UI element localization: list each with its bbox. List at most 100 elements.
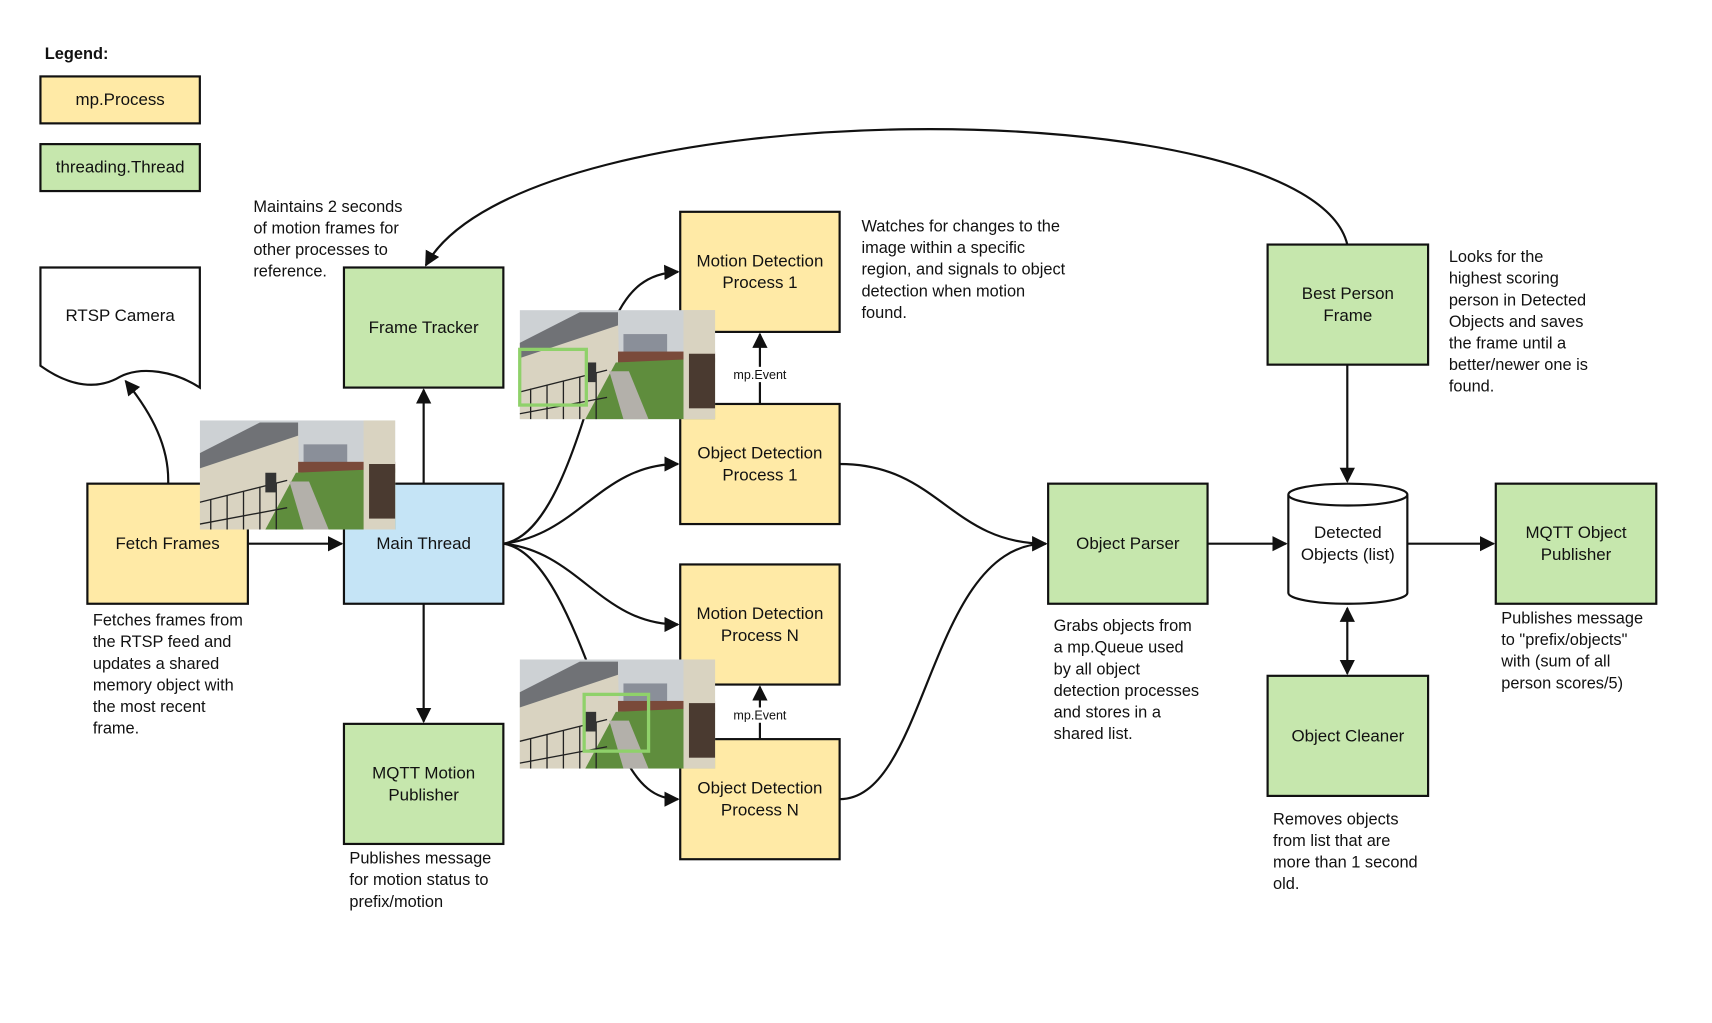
database-cylinder-icon	[1287, 482, 1409, 605]
description-line: to "prefix/objects"	[1501, 631, 1627, 649]
description-line: found.	[1449, 378, 1494, 396]
node-label: Process 1	[722, 465, 797, 484]
description-line: prefix/motion	[349, 893, 443, 911]
description-line: by all object	[1054, 660, 1141, 678]
node-label: Best Person	[1302, 284, 1394, 303]
description-line: reference.	[253, 263, 327, 281]
node-label: RTSP Camera	[65, 306, 175, 325]
description-line: Removes objects	[1273, 810, 1398, 828]
description-line: Publishes message	[349, 850, 491, 868]
edge-main-to-object1	[503, 456, 680, 545]
legend-thread: threading.Thread	[39, 143, 201, 193]
node-label: Main Thread	[376, 534, 471, 553]
description-line: Looks for the	[1449, 248, 1544, 266]
edges	[124, 128, 1496, 807]
edge-object1-to-parser	[839, 462, 1048, 552]
camera-frame-image-motion1	[518, 310, 716, 420]
node-main[interactable]: Main Thread	[342, 482, 505, 605]
edge-label-event-n: mp.Event	[733, 708, 787, 722]
node-label: Frame	[1323, 306, 1372, 325]
node-label: Object Cleaner	[1291, 726, 1404, 745]
description-line: person in Detected	[1449, 291, 1586, 309]
description-line: Grabs objects from	[1054, 617, 1192, 635]
description-parser: Grabs objects from a mp.Queue used by all …	[1054, 617, 1200, 743]
node-frame-tracker[interactable]: Frame Tracker	[342, 266, 505, 389]
description-line: for motion status to	[349, 871, 488, 889]
description-frame-tracker: Maintains 2 seconds of motion frames for o…	[253, 198, 402, 281]
description-line: from list that are	[1273, 832, 1390, 850]
description-line: image within a specific	[861, 239, 1025, 257]
motion-region-box	[518, 347, 588, 407]
description-line: memory object with	[93, 676, 234, 694]
description-line: person scores/5)	[1501, 674, 1623, 692]
description-line: detection processes	[1054, 682, 1200, 700]
description-line: with (sum of all	[1500, 653, 1610, 671]
edge-fetch-to-rtsp	[124, 379, 170, 484]
node-label: Object Detection	[697, 444, 822, 463]
node-rtsp-camera[interactable]: RTSP Camera	[39, 266, 201, 390]
description-line: of motion frames for	[253, 219, 399, 237]
description-line: detection when motion	[861, 282, 1025, 300]
description-line: better/newer one is	[1449, 356, 1588, 374]
node-label: Process N	[721, 626, 799, 645]
description-mqtt-motion: Publishes message for motion status to pre…	[349, 850, 491, 911]
node-label: Objects (list)	[1301, 545, 1395, 564]
description-best-person: Looks for the highest scoring person in De…	[1449, 248, 1588, 396]
node-cleaner[interactable]: Object Cleaner	[1266, 674, 1430, 798]
description-fetch: Fetches frames from the RTSP feed and upda…	[93, 612, 243, 738]
description-line: more than 1 second	[1273, 854, 1418, 872]
node-label: Object Detection	[697, 779, 822, 798]
node-label: Publisher	[1541, 545, 1612, 564]
description-line: other processes to	[253, 241, 388, 259]
description-motion: Watches for changes to the image within a…	[861, 217, 1065, 321]
node-label: Detected	[1314, 523, 1382, 542]
node-parser[interactable]: Object Parser	[1047, 482, 1209, 605]
edge-label-event-1: mp.Event	[733, 368, 787, 382]
description-line: the frame until a	[1449, 334, 1567, 352]
description-line: the most recent	[93, 698, 206, 716]
legend-thread-label: threading.Thread	[56, 158, 185, 177]
description-line: and stores in a	[1054, 704, 1162, 722]
edge-best-person-to-frame-tracker	[424, 128, 1349, 267]
description-line: Publishes message	[1501, 609, 1643, 627]
description-line: the RTSP feed and	[93, 633, 232, 651]
description-line: old.	[1273, 875, 1299, 893]
description-line: Maintains 2 seconds	[253, 198, 402, 216]
description-line: frame.	[93, 720, 139, 738]
edge-objectN-to-parser	[839, 536, 1048, 801]
node-label: Motion Detection	[696, 604, 823, 623]
legend-process: mp.Process	[39, 75, 201, 125]
node-label: Process 1	[722, 273, 797, 292]
legend-title: Legend:	[45, 45, 109, 63]
description-mqtt-object: Publishes message to "prefix/objects" with…	[1500, 609, 1643, 692]
node-label: Fetch Frames	[115, 534, 219, 553]
description-line: found.	[861, 304, 906, 322]
description-line: highest scoring	[1449, 270, 1559, 288]
node-label: Publisher	[388, 785, 459, 804]
node-label: MQTT Motion	[372, 763, 475, 782]
description-line: shared list.	[1054, 725, 1133, 743]
legend-process-label: mp.Process	[76, 90, 165, 109]
description-line: a mp.Queue used	[1054, 639, 1184, 657]
node-label: Motion Detection	[696, 251, 823, 270]
motion-region-box	[582, 692, 651, 753]
description-line: updates a shared	[93, 655, 219, 673]
description-line: region, and signals to object	[861, 261, 1065, 279]
camera-frame-image-motionN	[519, 659, 716, 769]
description-cleaner: Removes objects from list that are more th…	[1273, 810, 1418, 893]
description-line: Objects and saves	[1449, 313, 1584, 331]
description-line: Fetches frames from	[93, 612, 243, 630]
camera-frame-image-main	[199, 420, 396, 530]
node-label: Object Parser	[1076, 534, 1180, 553]
node-label: Frame Tracker	[369, 318, 479, 337]
node-label: MQTT Object	[1525, 523, 1626, 542]
edge-main-to-motionN	[503, 542, 680, 633]
node-label: Process N	[721, 801, 799, 820]
description-line: Watches for changes to the	[861, 217, 1060, 235]
